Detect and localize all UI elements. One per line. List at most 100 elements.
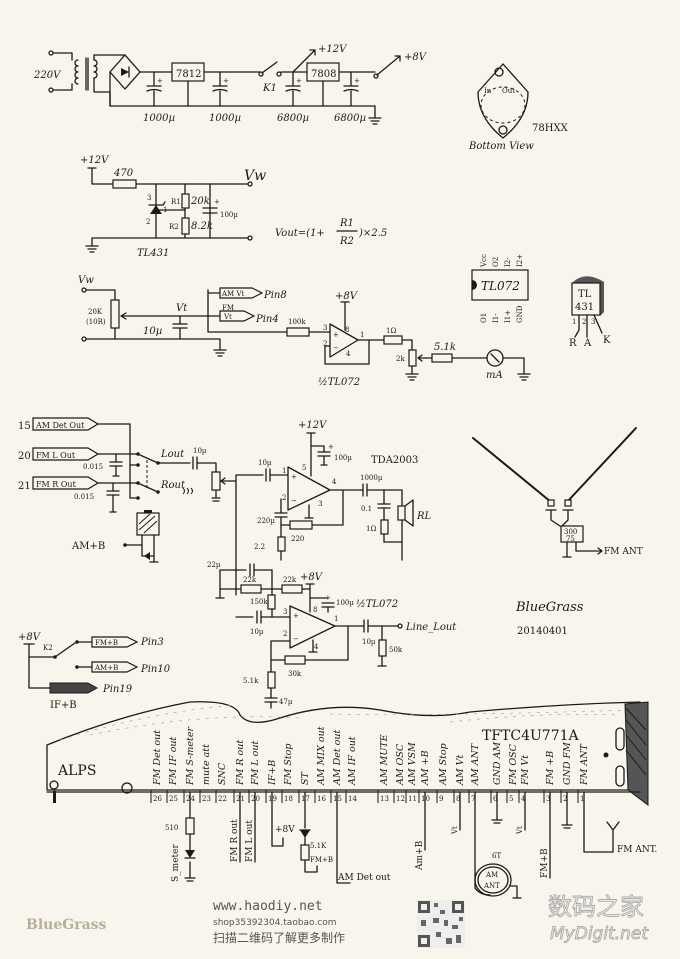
svg-text:8: 8 xyxy=(345,326,349,334)
svg-text:O1: O1 xyxy=(480,313,488,323)
svg-text:R2: R2 xyxy=(339,236,354,247)
svg-text:6T: 6T xyxy=(492,852,501,860)
svg-text:FM+B: FM+B xyxy=(310,856,333,864)
module-pin-label: SNC xyxy=(217,762,228,785)
resistor-icon xyxy=(286,327,310,337)
svg-text:AM Det out: AM Det out xyxy=(337,873,391,883)
module-pin-label: FM +B xyxy=(545,751,556,786)
module-pin-label: AM MIX out xyxy=(316,726,327,786)
svg-text:Vt: Vt xyxy=(451,826,459,835)
module-shield-edge xyxy=(624,701,649,806)
tl072-pinout: TL072 Vcc O2 I2- I2+ O1 I1- I1+ GND xyxy=(471,254,529,323)
opamp-icon xyxy=(329,323,359,358)
ammeter-icon xyxy=(486,349,504,367)
svg-text:510: 510 xyxy=(165,824,178,832)
module-pin-label: AM VSM xyxy=(407,742,418,786)
svg-text:TL072: TL072 xyxy=(481,279,520,293)
svg-text:+: + xyxy=(325,594,331,602)
module-pin-label: mute att xyxy=(201,744,212,785)
am-loop-antenna-icon xyxy=(474,863,512,897)
svg-text:+: + xyxy=(333,331,339,339)
svg-text:R: R xyxy=(569,338,577,349)
svg-text:5.1k: 5.1k xyxy=(243,677,259,685)
svg-text:2: 2 xyxy=(146,218,150,226)
module-pin-label: FM Vt xyxy=(520,755,531,786)
svg-text:FM R Out: FM R Out xyxy=(36,480,77,489)
svg-text:Out: Out xyxy=(502,87,515,95)
svg-text:22k: 22k xyxy=(243,576,257,584)
module-pin-label: FM S-meter xyxy=(185,726,196,786)
module-pin-number: 6 xyxy=(493,795,498,803)
svg-text:RL: RL xyxy=(416,511,432,522)
module-pin-label: FM R out xyxy=(235,740,246,786)
module-pin-number: 13 xyxy=(380,795,389,803)
switch-k1-icon xyxy=(258,61,282,77)
antenna-section: 300 75 FM ANT xyxy=(472,427,643,558)
svg-text:Am+B: Am+B xyxy=(415,840,425,871)
svg-text:+: + xyxy=(291,473,297,481)
svg-text:5: 5 xyxy=(302,464,306,472)
svg-text:2k: 2k xyxy=(396,355,405,363)
svg-text:431: 431 xyxy=(575,302,594,313)
svg-text:1Ω: 1Ω xyxy=(386,327,396,335)
resistor-r1-icon xyxy=(181,193,190,209)
svg-text:Vw: Vw xyxy=(244,168,266,184)
resistor-icon xyxy=(112,179,137,189)
svg-text:+: + xyxy=(296,77,302,85)
regulator-7808-label: 7808 xyxy=(311,69,336,80)
svg-text:220µ: 220µ xyxy=(257,517,275,525)
capacitor-icon: + xyxy=(285,71,302,107)
bottom-view-label: Bottom View xyxy=(468,141,534,152)
capacitor-icon: + xyxy=(212,71,229,107)
svg-text:AM: AM xyxy=(485,871,498,879)
resistor-icon xyxy=(185,817,195,835)
svg-text:21: 21 xyxy=(18,481,31,492)
svg-text:3: 3 xyxy=(147,194,151,202)
resistor-icon xyxy=(383,335,403,345)
svg-text:FM L Out: FM L Out xyxy=(36,451,76,460)
resistor-icon xyxy=(300,844,310,861)
svg-text:300: 300 xyxy=(564,528,577,536)
watermark-site: www.haodiy.net xyxy=(213,899,323,914)
svg-text:+: + xyxy=(223,77,229,85)
svg-text:+8V: +8V xyxy=(18,632,42,643)
svg-text:3: 3 xyxy=(591,318,595,326)
svg-text:I1+: I1+ xyxy=(504,310,512,323)
svg-text:+8V: +8V xyxy=(275,825,295,835)
svg-text:A: A xyxy=(583,338,592,349)
module-pin-label: AM +B xyxy=(420,750,431,786)
tuner-module: ALPS TFTC4U771A xyxy=(46,701,649,806)
if-b-tag xyxy=(49,682,99,694)
svg-text:3: 3 xyxy=(323,324,327,332)
svg-text:½TL072: ½TL072 xyxy=(356,599,398,610)
svg-text:15: 15 xyxy=(18,421,31,432)
svg-text:10µ: 10µ xyxy=(143,326,162,337)
plus12v-label: +12V xyxy=(318,44,348,55)
capacitor-icon: + xyxy=(343,71,360,107)
svg-text:−: − xyxy=(293,635,299,643)
fm-l-out-tag xyxy=(32,447,100,461)
svg-text:mA: mA xyxy=(486,370,503,381)
qr-code-icon[interactable] xyxy=(417,900,465,948)
module-pin-label: AM MUTE xyxy=(379,734,390,786)
svg-text:+8V: +8V xyxy=(335,291,359,302)
svg-text:2.2: 2.2 xyxy=(254,543,265,551)
svg-text:FM L out: FM L out xyxy=(245,820,255,862)
svg-text:10µ: 10µ xyxy=(362,638,376,646)
resistor-icon xyxy=(267,671,276,689)
module-pin-label: FM ANT xyxy=(579,743,590,786)
svg-text:TL: TL xyxy=(578,289,592,300)
svg-text:FM+B: FM+B xyxy=(540,848,550,878)
svg-text:R2: R2 xyxy=(169,223,179,231)
svg-text:(10R): (10R) xyxy=(86,318,106,326)
module-pin-label: GND AM xyxy=(492,742,503,785)
watermark-brand: BlueGrass xyxy=(26,917,107,933)
svg-text:10µ: 10µ xyxy=(250,628,264,636)
transformer-icon xyxy=(74,57,98,91)
svg-text:10µ: 10µ xyxy=(193,447,207,455)
svg-text:FM ANT: FM ANT xyxy=(604,547,643,557)
dpdt-switch-icon xyxy=(136,452,160,500)
zener-icon xyxy=(150,205,162,214)
module-pin-number: 4 xyxy=(521,795,526,803)
svg-text:30k: 30k xyxy=(288,670,302,678)
